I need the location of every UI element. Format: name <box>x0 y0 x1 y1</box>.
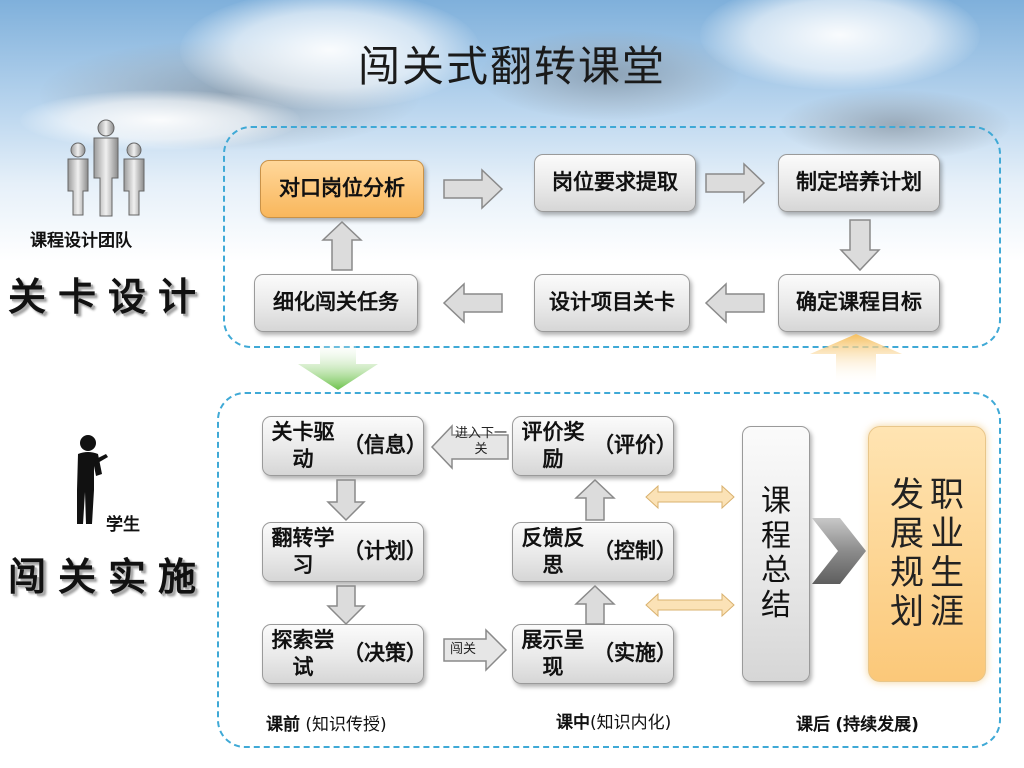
box-extract-requirements: 岗位要求提取 <box>534 154 696 212</box>
box-explore-try: 探索尝试 （决策） <box>262 624 427 684</box>
box-show-present: 展示呈现 （实施） <box>512 624 677 684</box>
arrow-pass-level <box>443 628 508 672</box>
box-career-plan: 职业生涯 发展规划 <box>868 426 986 682</box>
design-section-label: 关卡设计 <box>8 275 209 319</box>
implementation-section-label: 闯关实施 <box>8 555 209 599</box>
box-refine-tasks: 细化闯关任务 <box>254 274 418 332</box>
arrow-down-3 <box>326 585 366 626</box>
arrow-up-1 <box>321 220 363 271</box>
page-title: 闯关式翻转课堂 <box>357 42 666 91</box>
arrow-left-2 <box>442 282 503 324</box>
arrow-up-3 <box>574 584 616 625</box>
arrow-right-2 <box>705 162 766 204</box>
box-flip-learning: 翻转学习 （计划） <box>262 522 427 582</box>
phase-before: 课前 (知识传授) <box>266 715 387 735</box>
arrow-right-1 <box>443 168 504 210</box>
box-training-plan: 制定培养计划 <box>778 154 940 212</box>
arrow-down-2 <box>326 479 366 522</box>
design-frame <box>223 126 1001 348</box>
phase-after: 课后 (持续发展) <box>796 715 919 735</box>
student-label: 学生 <box>106 515 140 535</box>
student-speaker-icon <box>77 435 108 524</box>
chevron-right-icon <box>812 518 866 584</box>
team-label: 课程设计团队 <box>30 231 132 251</box>
implementation-frame <box>217 392 1001 748</box>
next-level-label: 进入下一关 <box>454 426 507 458</box>
phase-during: 课中(知识内化) <box>556 713 672 733</box>
box-course-goals: 确定课程目标 <box>778 274 940 332</box>
team-people-icon <box>67 119 145 217</box>
double-arrow-2 <box>645 592 735 618</box>
orange-up-arrow <box>810 334 902 382</box>
arrow-left-1 <box>704 282 765 324</box>
box-design-levels: 设计项目关卡 <box>534 274 690 332</box>
arrow-up-2 <box>574 478 616 521</box>
arrow-next-level <box>430 424 509 470</box>
box-level-drive: 关卡驱动 （信息） <box>262 416 427 476</box>
box-job-analysis: 对口岗位分析 <box>260 160 424 218</box>
double-arrow-1 <box>645 484 735 510</box>
box-evaluate-reward: 评价奖励 （评价） <box>512 416 677 476</box>
green-down-arrow <box>298 344 378 390</box>
arrow-down-1 <box>839 219 881 272</box>
box-course-summary: 课程总结 <box>742 426 810 682</box>
pass-level-label: 闯关 <box>450 642 477 657</box>
box-feedback-reflect: 反馈反思 （控制） <box>512 522 677 582</box>
sky-background <box>0 0 1024 160</box>
